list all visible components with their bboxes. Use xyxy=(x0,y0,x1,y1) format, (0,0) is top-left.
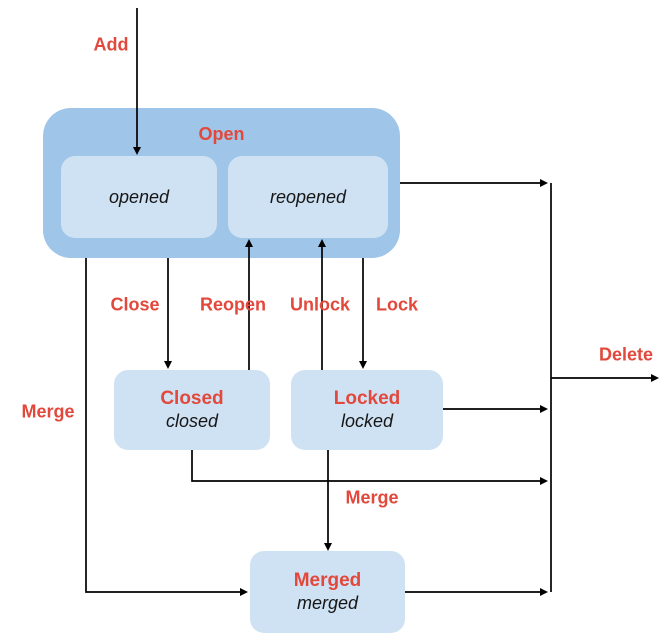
transition-label-unlock: Unlock xyxy=(289,294,351,315)
arrow-merge-open-to-merged xyxy=(85,258,248,596)
transition-label-close: Close xyxy=(110,294,160,315)
transition-label-merge-middle: Merge xyxy=(345,487,399,508)
transition-label-merge-left: Merge xyxy=(21,401,75,422)
closed-title: Closed xyxy=(160,388,224,409)
transition-label-delete: Delete xyxy=(598,344,654,365)
state-reopened: reopened xyxy=(228,156,388,238)
opened-label: opened xyxy=(108,187,170,207)
state-merged: Merged merged xyxy=(250,551,405,633)
state-closed: Closed closed xyxy=(114,370,270,450)
closed-sublabel: closed xyxy=(165,411,219,431)
transition-label-add: Add xyxy=(93,34,129,55)
arrow-closed-to-delete-line xyxy=(191,450,548,485)
merged-sublabel: merged xyxy=(296,593,359,613)
transition-label-lock: Lock xyxy=(375,294,419,315)
reopened-label: reopened xyxy=(269,187,347,207)
locked-title: Locked xyxy=(333,388,401,409)
state-locked: Locked locked xyxy=(291,370,443,450)
transition-label-reopen: Reopen xyxy=(199,294,267,315)
state-opened: opened xyxy=(61,156,217,238)
state-open-group: Open opened reopened xyxy=(43,108,400,258)
locked-sublabel: locked xyxy=(340,411,394,431)
merged-title: Merged xyxy=(293,570,362,591)
open-group-label: Open xyxy=(198,124,245,144)
